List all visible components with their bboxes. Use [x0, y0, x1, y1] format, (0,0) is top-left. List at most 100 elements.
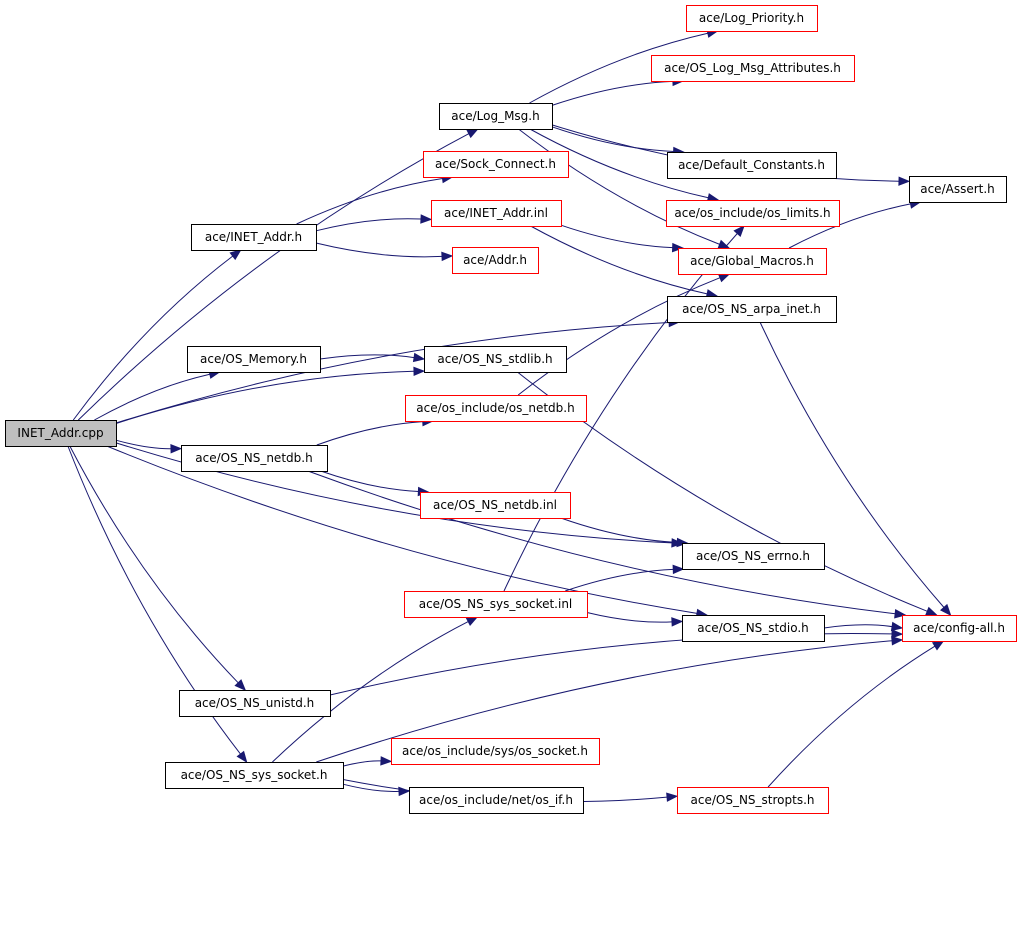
node-box	[667, 296, 837, 323]
arrowhead-os_ns_sys_socket_inl-to-os_ns_stdio	[671, 617, 684, 627]
edge-os_ns_netdb_h-to-os_ns_netdb_inl	[320, 470, 419, 492]
arrowhead-os_ns_stdlib-to-config_all	[925, 606, 938, 616]
edge-log_msg-to-os_log_msg_attr	[551, 80, 673, 106]
arrowhead-inet_addr_cpp-to-os_ns_unistd	[234, 679, 247, 691]
node-box	[179, 690, 331, 717]
node-log-priority[interactable]: ace/Log_Priority.h	[686, 5, 818, 32]
node-box	[686, 5, 818, 32]
edge-inet_addr_cpp-to-os_ns_netdb_h	[115, 439, 172, 450]
edge-os_ns_stdio-to-config_all	[823, 624, 893, 629]
edge-os_ns_sys_socket_inl-to-os_ns_stdio	[586, 612, 673, 623]
node-label: ace/OS_NS_netdb.h	[195, 451, 312, 465]
node-assert[interactable]: ace/Assert.h	[909, 176, 1007, 203]
edge-os_ns_unistd-to-config_all	[329, 633, 893, 696]
node-inet-addr-h[interactable]: ace/INET_Addr.h	[191, 224, 317, 251]
node-log-msg[interactable]: ace/Log_Msg.h	[439, 103, 553, 130]
arrowhead-inet_addr_h-to-addr	[441, 251, 454, 262]
node-os-sys-socket-h[interactable]: ace/os_include/sys/os_socket.h	[391, 738, 600, 765]
edge-inet_addr_cpp-to-os_memory	[94, 373, 210, 421]
node-os-ns-netdb-inl[interactable]: ace/OS_NS_netdb.inl	[420, 492, 571, 519]
arrowhead-os_ns_sys_socket_inl-to-os_ns_errno	[672, 564, 685, 575]
node-os-ns-unistd[interactable]: ace/OS_NS_unistd.h	[179, 690, 331, 717]
node-box	[165, 762, 344, 789]
edge-inet_addr_h-to-inet_addr_inl	[315, 218, 422, 232]
node-os-memory[interactable]: ace/OS_Memory.h	[187, 346, 321, 373]
node-label: ace/os_include/os_netdb.h	[416, 401, 574, 415]
node-box	[424, 346, 567, 373]
node-label: ace/OS_NS_stropts.h	[691, 793, 815, 807]
arrowhead-os_ns_arpa_inet-to-config_all	[940, 603, 952, 617]
node-global-macros[interactable]: ace/Global_Macros.h	[678, 248, 827, 275]
node-addr[interactable]: ace/Addr.h	[452, 247, 539, 274]
node-box	[678, 248, 827, 275]
node-label: ace/Addr.h	[463, 253, 527, 267]
node-label: ace/OS_Memory.h	[200, 352, 307, 366]
node-sock-connect[interactable]: ace/Sock_Connect.h	[423, 151, 569, 178]
node-box	[405, 395, 587, 422]
arrowhead-inet_addr_cpp-to-inet_addr_h	[229, 249, 242, 261]
edge-os_ns_sys_socket_inl-to-os_ns_errno	[565, 568, 674, 592]
node-os-log-msg-attr[interactable]: ace/OS_Log_Msg_Attributes.h	[651, 55, 855, 82]
arrowhead-inet_addr_cpp-to-os_ns_sys_socket_h	[236, 750, 248, 764]
edge-os_netdb_h-to-global_macros	[517, 277, 721, 396]
node-os-ns-arpa-inet[interactable]: ace/OS_NS_arpa_inet.h	[667, 296, 837, 323]
node-box	[439, 103, 553, 130]
edge-os_ns_stropts-to-config_all	[767, 645, 936, 788]
node-os-netdb-h[interactable]: ace/os_include/os_netdb.h	[405, 395, 587, 422]
arrowhead-os_netdb_h-to-global_macros	[717, 273, 731, 283]
node-box	[667, 152, 837, 179]
arrowhead-inet_addr_inl-to-global_macros	[671, 242, 685, 253]
edge-inet_addr_cpp-to-os_ns_stdio	[106, 445, 698, 614]
node-box	[181, 445, 328, 472]
edge-os_ns_netdb_h-to-os_netdb_h	[316, 421, 423, 446]
node-label: ace/Default_Constants.h	[678, 158, 825, 172]
arrowhead-inet_addr_cpp-to-os_ns_netdb_h	[170, 443, 183, 454]
node-inet-addr-cpp: INET_Addr.cpp	[5, 420, 117, 447]
edge-log_msg-to-log_priority	[529, 32, 708, 104]
edge-global_macros-to-assert	[788, 203, 911, 249]
node-inet-addr-inl[interactable]: ace/INET_Addr.inl	[431, 200, 562, 227]
node-os-ns-sys-socket-inl[interactable]: ace/OS_NS_sys_socket.inl	[404, 591, 588, 618]
node-box	[391, 738, 600, 765]
node-label: ace/OS_NS_errno.h	[696, 549, 810, 563]
node-label: INET_Addr.cpp	[17, 426, 103, 440]
edge-os_ns_arpa_inet-to-config_all	[759, 321, 945, 608]
node-label: ace/INET_Addr.h	[205, 230, 302, 244]
arrowhead-inet_addr_cpp-to-os_ns_stdlib	[413, 366, 426, 377]
node-box	[423, 151, 569, 178]
node-os-limits[interactable]: ace/os_include/os_limits.h	[666, 200, 840, 227]
arrowhead-inet_addr_h-to-inet_addr_inl	[420, 214, 433, 224]
edge-log_msg-to-os_limits	[529, 128, 709, 199]
node-config-all[interactable]: ace/config-all.h	[902, 615, 1017, 642]
node-label: ace/Assert.h	[920, 182, 995, 196]
edge-log_msg-to-global_macros	[518, 128, 720, 245]
arrowhead-os_ns_netdb_h-to-config_all	[894, 609, 907, 619]
node-os-ns-stropts[interactable]: ace/OS_NS_stropts.h	[677, 787, 829, 814]
edge-log_msg-to-default_constants	[551, 126, 674, 152]
arrowhead-os_ns_sys_socket_h-to-config_all	[891, 636, 904, 646]
node-label: ace/OS_NS_sys_socket.h	[181, 768, 328, 782]
node-os-ns-errno[interactable]: ace/OS_NS_errno.h	[682, 543, 825, 570]
node-os-ns-stdio[interactable]: ace/OS_NS_stdio.h	[682, 615, 825, 642]
node-os-ns-netdb-h[interactable]: ace/OS_NS_netdb.h	[181, 445, 328, 472]
edge-layer	[67, 28, 952, 803]
node-layer: INET_Addr.cpp ace/Log_Priority.h ace/OS_Lo…	[5, 5, 1017, 814]
edge-inet_addr_h-to-sock_connect	[296, 178, 443, 225]
node-label: ace/OS_NS_stdlib.h	[437, 352, 552, 366]
node-box	[902, 615, 1017, 642]
node-box	[431, 200, 562, 227]
node-box	[187, 346, 321, 373]
edge-inet_addr_cpp-to-inet_addr_h	[72, 255, 234, 421]
edge-os_ns_sys_socket_h-to-os_sys_socket_h	[342, 760, 382, 767]
node-default-constants[interactable]: ace/Default_Constants.h	[667, 152, 837, 179]
arrowhead-os_ns_sys_socket_inl-to-os_limits	[733, 224, 745, 237]
edge-os_ns_netdb_inl-to-os_ns_errno	[560, 517, 678, 543]
node-os-net-if[interactable]: ace/os_include/net/os_if.h	[409, 787, 584, 814]
node-os-ns-stdlib[interactable]: ace/OS_NS_stdlib.h	[424, 346, 567, 373]
arrowhead-os_ns_sys_socket_h-to-os_ns_stropts	[666, 792, 679, 802]
node-box	[682, 543, 825, 570]
node-os-ns-sys-socket-h[interactable]: ace/OS_NS_sys_socket.h	[165, 762, 344, 789]
edge-inet_addr_cpp-to-os_ns_unistd	[69, 445, 239, 684]
node-label: ace/os_include/net/os_if.h	[419, 793, 573, 807]
